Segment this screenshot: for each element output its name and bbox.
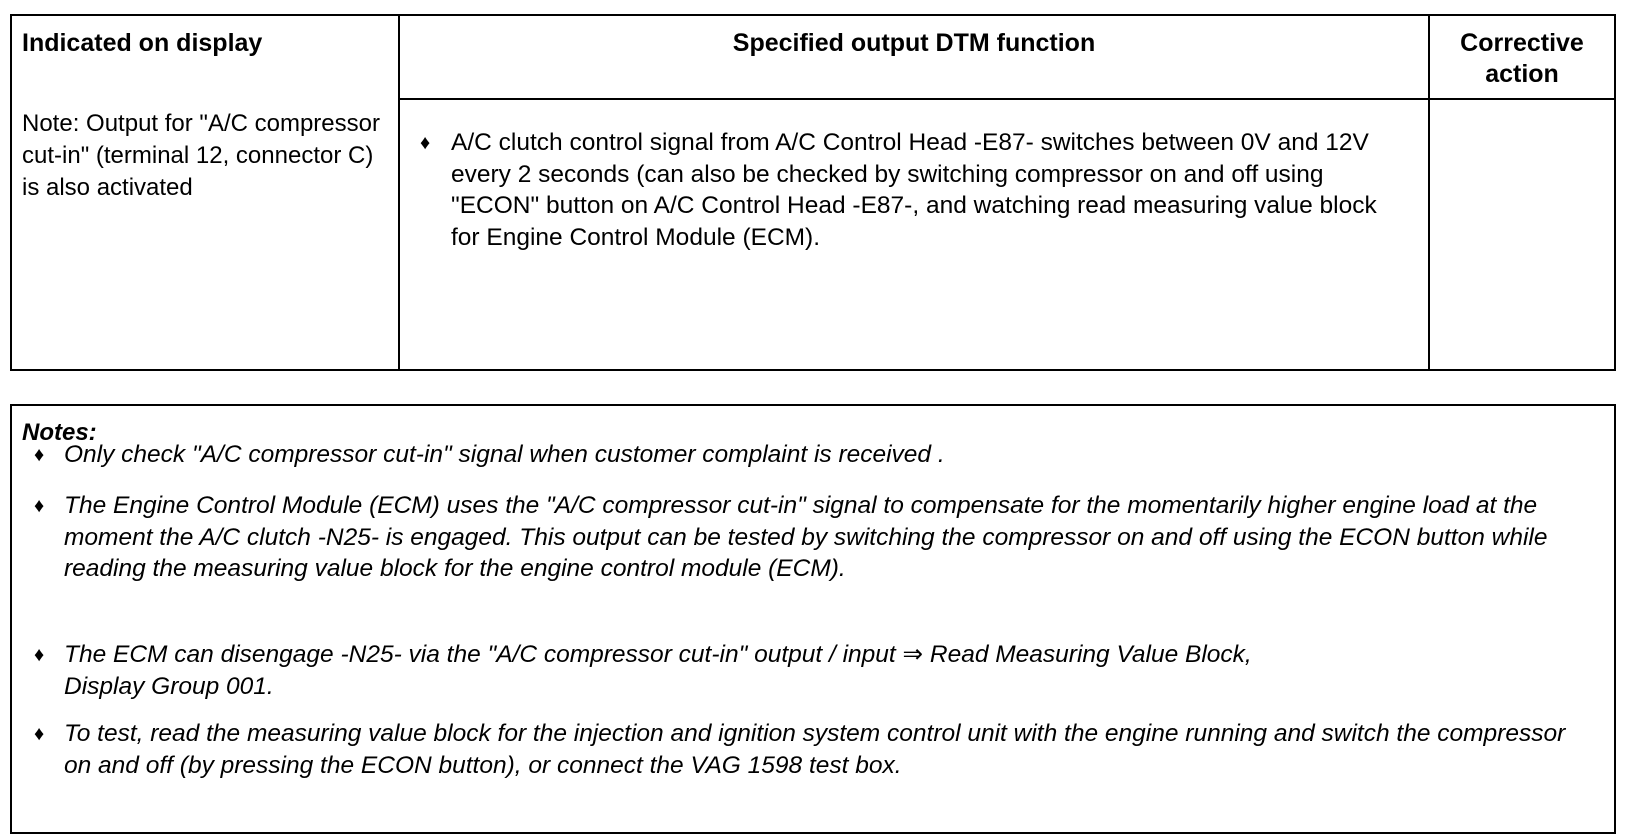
note-item-2: The Engine Control Module (ECM) uses the… (64, 492, 1548, 582)
bullet-diamond-icon: ♦ (34, 723, 45, 745)
header-corrective-action-line2: action (1485, 60, 1559, 88)
header-corrective-action-line1: Corrective (1460, 29, 1584, 57)
bullet-diamond-icon: ♦ (34, 444, 45, 466)
header-divider (400, 98, 1614, 100)
note-item-3: The ECM can disengage -N25- via the "A/C… (64, 641, 1252, 700)
bullet-diamond-icon: ♦ (34, 644, 45, 666)
column-divider-2 (1428, 16, 1430, 369)
bullet-diamond-icon: ♦ (34, 495, 45, 517)
dtm-function-table: Indicated on display Specified output DT… (10, 14, 1616, 371)
notes-box: Notes: ♦ Only check "A/C compressor cut-… (10, 404, 1616, 834)
column-divider-1 (398, 16, 400, 369)
dtm-function-description: A/C clutch control signal from A/C Contr… (451, 129, 1377, 251)
indicated-display-note: Note: Output for "A/C compressor cut-in"… (22, 110, 380, 201)
note-item-4: To test, read the measuring value block … (64, 720, 1566, 779)
notes-title: Notes: (22, 419, 97, 446)
header-specified-output-dtm-function: Specified output DTM function (732, 29, 1096, 57)
bullet-diamond-icon: ♦ (420, 132, 431, 154)
header-corrective-action: Corrective action (1430, 28, 1614, 90)
note-item-1: Only check "A/C compressor cut-in" signa… (64, 441, 945, 468)
header-indicated-on-display: Indicated on display (22, 29, 263, 57)
